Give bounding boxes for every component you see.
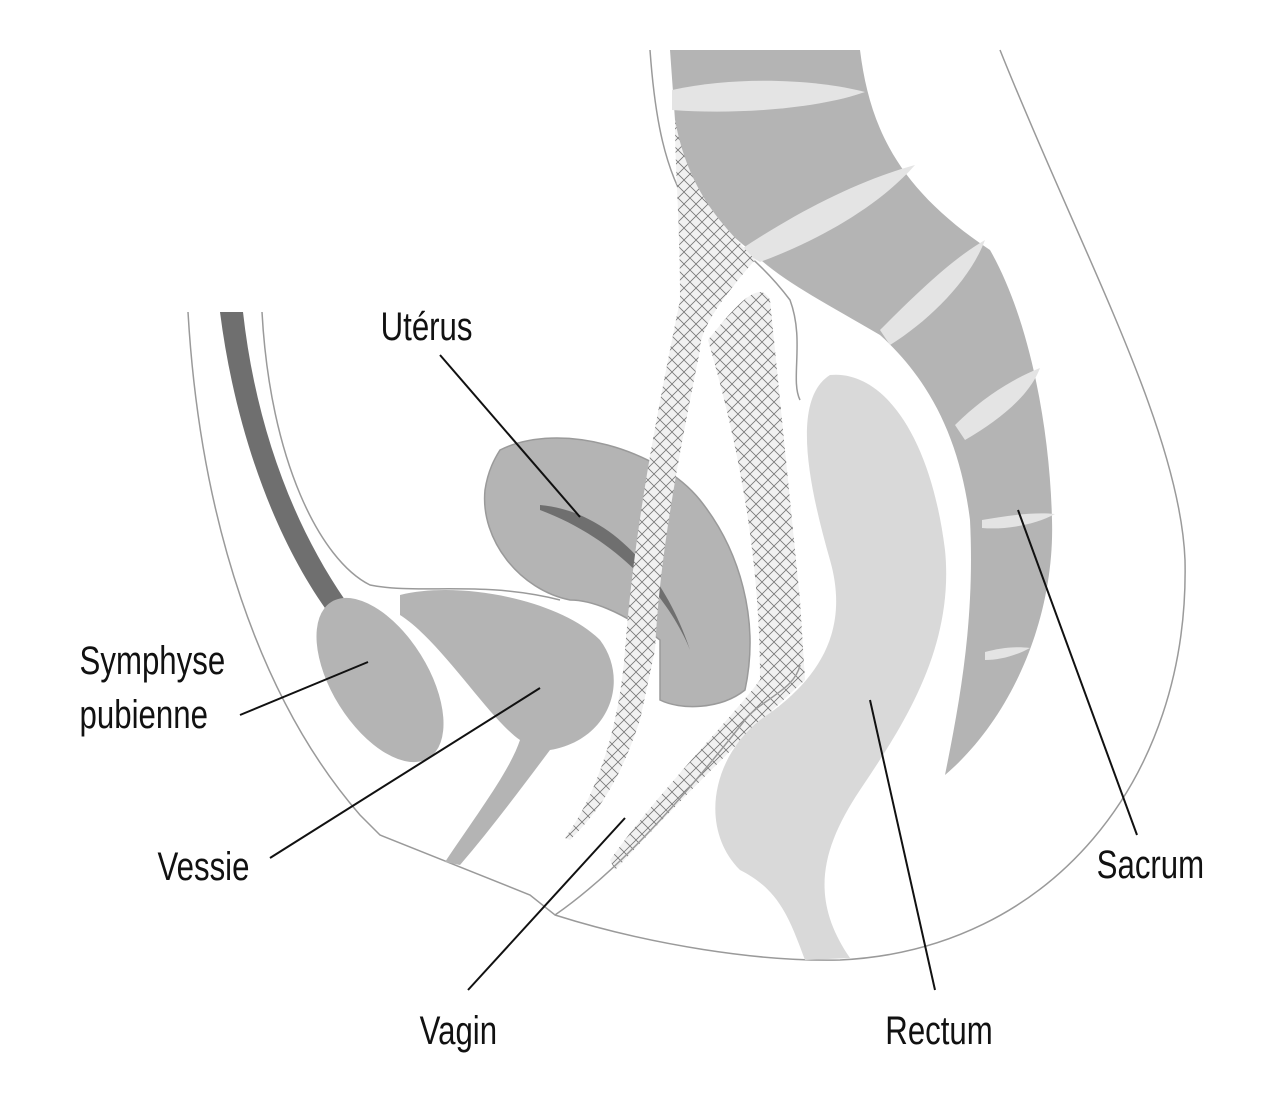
label-symphyse-line2: pubienne xyxy=(80,692,208,737)
leader-lines xyxy=(239,354,1138,991)
leader-vagin xyxy=(467,817,626,991)
pubic-bone xyxy=(220,312,345,615)
label-symphyse-line1: Symphyse xyxy=(80,638,226,683)
leader-sacrum xyxy=(1017,509,1138,836)
symphyse-pubienne-shape xyxy=(316,597,444,763)
label-uterus: Utérus xyxy=(381,304,473,349)
body-outline xyxy=(187,49,1186,961)
vessie-shape xyxy=(400,590,614,865)
label-sacrum: Sacrum xyxy=(1097,842,1204,887)
sacrum-shape xyxy=(670,50,1053,775)
rectum-shape xyxy=(715,374,947,960)
leader-vessie xyxy=(269,687,541,859)
label-rectum: Rectum xyxy=(885,1008,992,1053)
vertebral-discs xyxy=(672,80,1055,660)
label-vessie: Vessie xyxy=(158,844,250,889)
leader-uterus xyxy=(439,354,581,518)
leader-symphyse xyxy=(239,661,369,716)
vaginal-wall-anterior xyxy=(565,120,755,840)
label-vagin: Vagin xyxy=(420,1008,497,1053)
vagina-outline xyxy=(554,664,801,916)
leader-rectum xyxy=(869,699,936,991)
